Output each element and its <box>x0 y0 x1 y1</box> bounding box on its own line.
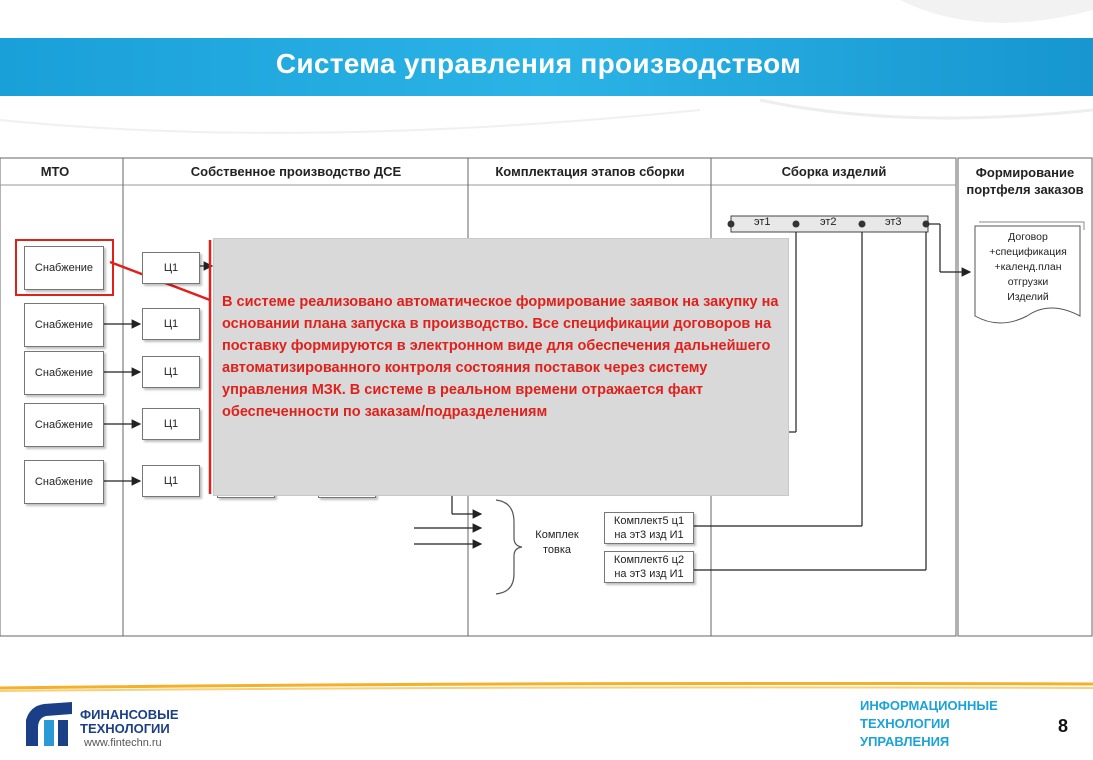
supply-box: Снабжение <box>24 303 104 347</box>
c1-box: Ц1 <box>142 308 200 340</box>
supply-box: Снабжение <box>24 246 104 290</box>
c1-box: Ц1 <box>142 408 200 440</box>
lane-header-portfolio: Формирование портфеля заказов <box>966 165 1084 197</box>
supply-box: Снабжение <box>24 351 104 395</box>
highlight-frame <box>15 239 114 296</box>
supply-box: Снабжение <box>24 403 104 447</box>
page-title: Система управления производством <box>275 48 802 79</box>
c1-box: Ц1 <box>142 465 200 497</box>
lanes-frame <box>0 157 957 637</box>
footer-tagline: ИНФОРМАЦИОННЫЕ ТЕХНОЛОГИИ УПРАВЛЕНИЯ <box>860 698 998 749</box>
title-bar: Система управления производством <box>0 38 1093 96</box>
document-text: Договор +спецификация +календ.план отгру… <box>989 231 1067 303</box>
logo-line-1: ФИНАНСОВЫЕ <box>80 707 179 722</box>
stage-label-1: эт1 <box>754 216 771 228</box>
lane-header-mto: МТО <box>40 164 70 179</box>
c1-box: Ц1 <box>142 252 200 284</box>
callout-panel: В системе реализовано автоматическое фор… <box>213 238 789 496</box>
contract-document <box>974 225 1081 324</box>
lane-header-assembly: Сборка изделий <box>781 164 887 179</box>
lane-header-assembly-kit: Комплектация этапов сборки <box>495 164 685 179</box>
logo-line-2: ТЕХНОЛОГИИ <box>80 721 170 736</box>
footer-divider <box>0 682 1093 692</box>
lane-header-dse: Собственное производство ДСЕ <box>190 164 402 179</box>
supply-box: Снабжение <box>24 460 104 504</box>
kit-bracket <box>495 499 523 595</box>
callout-text: В системе реализовано автоматическое фор… <box>222 294 779 420</box>
page-number: 8 <box>1058 716 1069 736</box>
portfolio-lane-frame <box>957 157 1093 637</box>
logo-url[interactable]: www.fintechn.ru <box>84 737 162 749</box>
stage-label-2: эт2 <box>820 216 837 228</box>
company-logo-icon <box>26 702 72 746</box>
c1-box: Ц1 <box>142 356 200 388</box>
stage-label-3: эт3 <box>885 216 902 228</box>
